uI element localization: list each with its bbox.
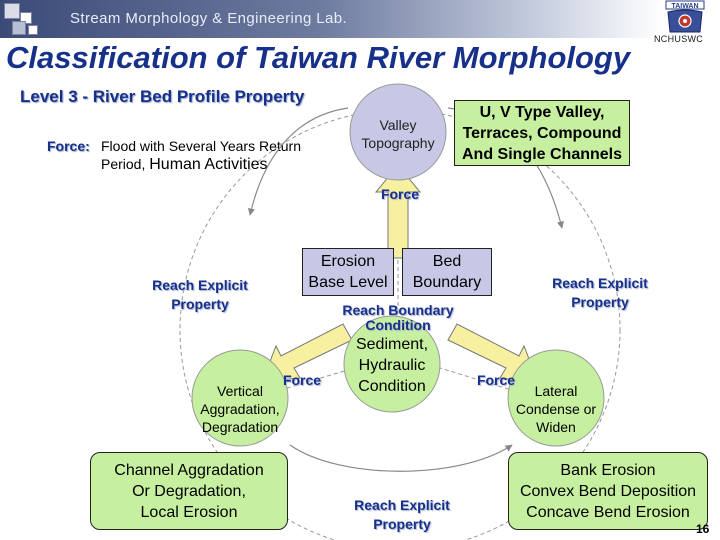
page-number: 16 bbox=[696, 522, 710, 536]
sediment-hydraulic-circle bbox=[343, 315, 441, 413]
decorative-square bbox=[12, 21, 26, 35]
lab-name: Stream Morphology & Engineering Lab. bbox=[70, 10, 348, 27]
university-logo: TAIWAN bbox=[665, 0, 705, 33]
erosion-base-level-box: Erosion Base Level bbox=[302, 248, 394, 296]
reach-explicit-property-right: Reach Explicit Property bbox=[552, 275, 648, 310]
valley-topography-circle bbox=[349, 83, 447, 181]
page-title: Classification of Taiwan River Morpholog… bbox=[6, 40, 631, 75]
vertical-aggradation-circle bbox=[191, 349, 289, 447]
lateral-condense-label: Lateral Condense or Widen bbox=[515, 383, 597, 435]
reach-explicit-property-bottom: Reach Explicit Property bbox=[354, 497, 450, 532]
force-label-left: Force bbox=[282, 372, 322, 388]
decorative-square bbox=[28, 25, 38, 35]
curve-arrow-top-left bbox=[247, 107, 349, 216]
header-bar bbox=[0, 0, 720, 38]
svg-text:TAIWAN: TAIWAN bbox=[671, 3, 698, 10]
force-description-text: Flood with Several Years Return Period, … bbox=[101, 138, 301, 173]
force-label-top: Force bbox=[380, 186, 420, 202]
channel-aggradation-box: Channel Aggradation Or Degradation, Loca… bbox=[90, 452, 288, 530]
reach-explicit-property-left: Reach Explicit Property bbox=[152, 277, 248, 312]
curve-arrow-bottom bbox=[289, 444, 513, 472]
bed-boundary-box: Bed Boundary bbox=[402, 248, 492, 296]
vertical-aggradation-label: Vertical Aggradation, Degradation bbox=[200, 383, 280, 435]
bank-erosion-box: Bank Erosion Convex Bend Deposition Conc… bbox=[508, 452, 708, 530]
page-subtitle: Level 3 - River Bed Profile Property bbox=[20, 87, 305, 106]
sediment-hydraulic-label: Sediment, Hydraulic Condition bbox=[355, 336, 429, 395]
decorative-square bbox=[4, 3, 20, 19]
reach-boundary-condition-label: Reach Boundary Condition bbox=[342, 302, 454, 333]
force-description-label: Force: bbox=[47, 138, 90, 154]
force-label-right: Force bbox=[476, 372, 516, 388]
valley-topography-label: Valley Topography bbox=[361, 117, 435, 151]
logo-caption: NCHUSWC bbox=[654, 34, 704, 44]
valley-type-box: U, V Type Valley, Terraces, Compound And… bbox=[454, 100, 630, 166]
lateral-condense-circle bbox=[507, 349, 605, 447]
